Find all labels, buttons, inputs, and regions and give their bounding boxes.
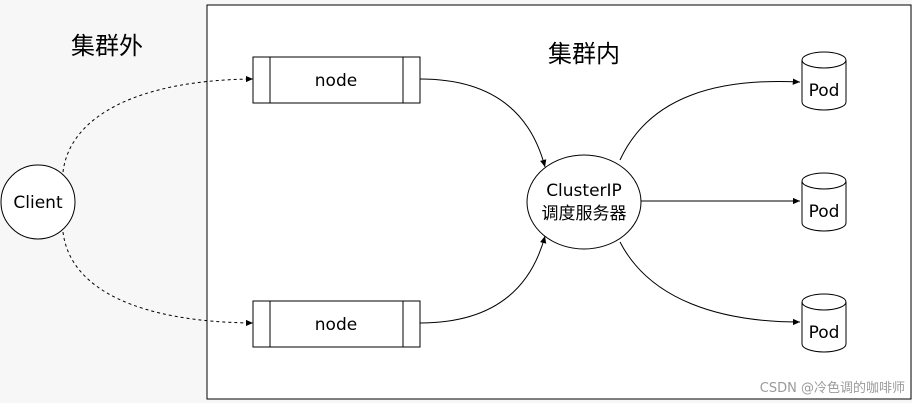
node-bottom-to-clusterip-edge xyxy=(419,235,547,324)
clusterip-scheduler: ClusterIP 调度服务器 xyxy=(526,154,642,250)
pod-middle-label: Pod xyxy=(809,202,840,222)
client-label: Client xyxy=(13,193,63,213)
inside-cluster-label: 集群内 xyxy=(548,40,620,68)
clusterip-label-line1: ClusterIP xyxy=(546,181,622,201)
outside-cluster-label: 集群外 xyxy=(71,32,143,60)
pod-bottom-label: Pod xyxy=(809,323,840,343)
node-top-process: node xyxy=(252,56,421,104)
clusterip-to-pod-top-edge xyxy=(619,78,801,161)
client-to-node-top-edge xyxy=(62,75,254,173)
node-bottom-process: node xyxy=(252,300,421,348)
clusterip-label-line2: 调度服务器 xyxy=(542,204,627,224)
pod-middle-cylinder: Pod xyxy=(801,172,847,232)
client-node: Client xyxy=(0,164,76,240)
watermark-text: CSDN @冷色调的咖啡师 xyxy=(760,380,905,396)
pod-top-cylinder: Pod xyxy=(801,51,847,111)
client-to-node-bottom-edge xyxy=(62,231,254,327)
node-top-to-clusterip-edge xyxy=(419,78,547,168)
node-top-label: node xyxy=(315,71,357,91)
pod-top-label: Pod xyxy=(809,81,840,101)
node-bottom-label: node xyxy=(315,315,357,335)
pod-bottom-cylinder: Pod xyxy=(801,293,847,353)
clusterip-to-pod-bottom-edge xyxy=(619,241,801,326)
